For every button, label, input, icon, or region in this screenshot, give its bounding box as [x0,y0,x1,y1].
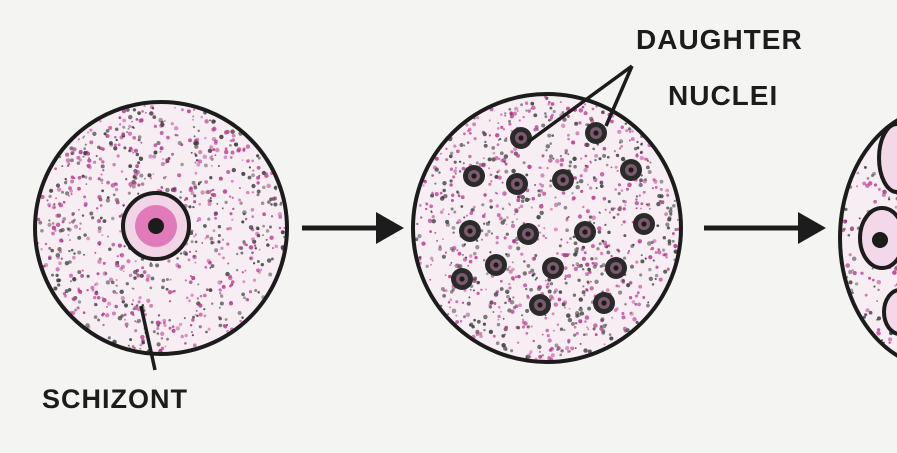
daughter-nucleus [633,213,655,235]
daughter-nuclei-label-line1: DAUGHTER [636,24,803,55]
arrow-2 [704,212,826,244]
schizont-label: SCHIZONT [42,384,188,414]
daughter-cell-body [413,94,681,362]
merozoite-cell-membrane [838,118,897,358]
daughter-nucleus [585,122,607,144]
daughter-nucleus [463,165,485,187]
daughter-cytoplasm-stipple [414,94,681,362]
daughter-nuclei-cell [411,64,683,364]
daughter-nucleus [542,257,564,279]
daughter-nucleus [552,169,574,191]
daughter-nucleus [517,223,539,245]
daughter-cell-membrane [411,92,683,364]
daughter-nucleus [485,254,507,276]
daughter-nuclei-group [451,122,655,316]
schizont-cell-membrane [33,100,289,356]
daughter-nucleus [605,257,627,279]
merozoite-2 [858,206,897,270]
daughter-nucleus [451,268,473,290]
daughter-nucleus [459,220,481,242]
schizont-cell [33,100,289,371]
merozoite-cell-partial [838,118,897,358]
daughter-nuclei-label-line2: NUCLEI [668,80,779,111]
daughter-nucleus [506,173,528,195]
daughter-nucleus [529,294,551,316]
arrow-1 [302,212,404,244]
daughter-nucleus [593,292,615,314]
merozoite-3 [882,288,897,336]
merozoite-1 [877,122,897,194]
schizont-pointer-line [139,305,157,371]
daughter-nucleus [510,127,532,149]
schizont-nucleus [121,191,191,261]
daughter-nuclei-pointer-lines [526,64,634,144]
daughter-nucleus [620,159,642,181]
daughter-nucleus [574,221,596,243]
